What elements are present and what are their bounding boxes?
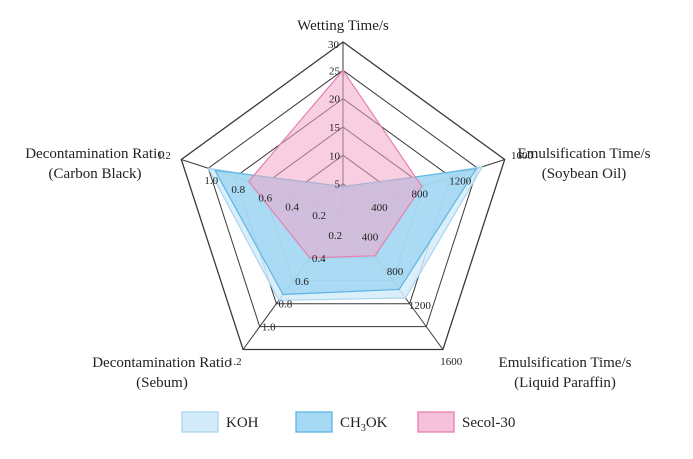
tick-label-emul_paraffin-0: 400 xyxy=(362,231,379,243)
tick-label-decon_sebum-4: 1.0 xyxy=(262,322,276,334)
tick-label-wetting-0: 5 xyxy=(335,179,341,191)
legend-swatch-koh xyxy=(181,411,219,433)
axis-title-wetting: Wetting Time/s xyxy=(297,18,389,34)
legend: KOH CH3OK Secol-30 xyxy=(181,411,515,434)
tick-label-wetting-2: 15 xyxy=(329,122,341,134)
axis-title-decon_sebum-line2: (Sebum) xyxy=(136,375,188,391)
tick-label-decon_carbon-4: 1.0 xyxy=(204,175,218,187)
tick-label-decon_sebum-3: 0.8 xyxy=(279,299,293,311)
tick-label-emul_soy-3: 1600 xyxy=(511,150,534,162)
tick-label-decon_carbon-3: 0.8 xyxy=(231,184,245,196)
tick-label-emul_paraffin-3: 1600 xyxy=(440,356,463,368)
axis-title-decon_sebum: Decontamination Ratio xyxy=(92,355,232,371)
tick-label-emul_paraffin-2: 1200 xyxy=(409,300,432,312)
tick-label-decon_carbon-2: 0.6 xyxy=(258,193,272,205)
tick-label-decon_carbon-0: 0.2 xyxy=(312,210,326,222)
legend-label-secol-30: Secol-30 xyxy=(462,415,515,431)
axis-title-emul_soy-line2: (Soybean Oil) xyxy=(542,166,627,182)
legend-item-ch3ok: CH3OK xyxy=(295,411,388,434)
tick-label-decon_sebum-2: 0.6 xyxy=(295,276,309,288)
tick-label-decon_sebum-5: 1.2 xyxy=(228,356,242,368)
tick-label-wetting-4: 25 xyxy=(329,65,341,77)
tick-label-emul_soy-2: 1200 xyxy=(449,176,472,188)
axis-title-decon_carbon-line2: (Carbon Black) xyxy=(49,166,142,182)
radar-tick-labels: 5 10 15 20 25 30 400 800 1200 1600 400 800 1200 1600 0… xyxy=(157,39,533,368)
tick-label-decon_carbon-1: 0.4 xyxy=(285,202,299,214)
series-area-secol-30 xyxy=(248,69,423,259)
axis-title-emul_soy: Emulsification Time/s xyxy=(518,146,651,162)
grid-ring-6 xyxy=(180,41,506,351)
grid-ring-4 xyxy=(234,98,452,305)
tick-label-decon_sebum-0: 0.2 xyxy=(328,230,342,242)
radar-series xyxy=(207,69,483,301)
tick-label-decon_sebum-1: 0.4 xyxy=(312,253,326,265)
legend-item-secol-30: Secol-30 xyxy=(417,411,515,433)
legend-swatch-ch3ok xyxy=(295,411,333,433)
legend-item-koh: KOH xyxy=(181,411,259,433)
tick-label-emul_soy-0: 400 xyxy=(371,202,388,214)
tick-label-emul_soy-1: 800 xyxy=(412,189,429,201)
tick-label-decon_carbon-5: 1.2 xyxy=(157,150,171,162)
tick-label-wetting-3: 20 xyxy=(329,94,341,106)
tick-label-wetting-5: 30 xyxy=(328,39,340,51)
legend-label-ch3ok: CH3OK xyxy=(340,415,388,434)
axis-title-emul_paraffin-line2: (Liquid Paraffin) xyxy=(514,375,616,391)
tick-label-wetting-1: 10 xyxy=(329,150,341,162)
axis-title-emul_paraffin: Emulsification Time/s xyxy=(499,355,632,371)
grid-ring-5 xyxy=(207,69,479,328)
tick-label-emul_paraffin-1: 800 xyxy=(387,266,404,278)
axis-title-decon_carbon: Decontamination Ratio xyxy=(25,146,165,162)
legend-label-koh: KOH xyxy=(226,415,259,431)
legend-swatch-secol-30 xyxy=(417,411,455,433)
